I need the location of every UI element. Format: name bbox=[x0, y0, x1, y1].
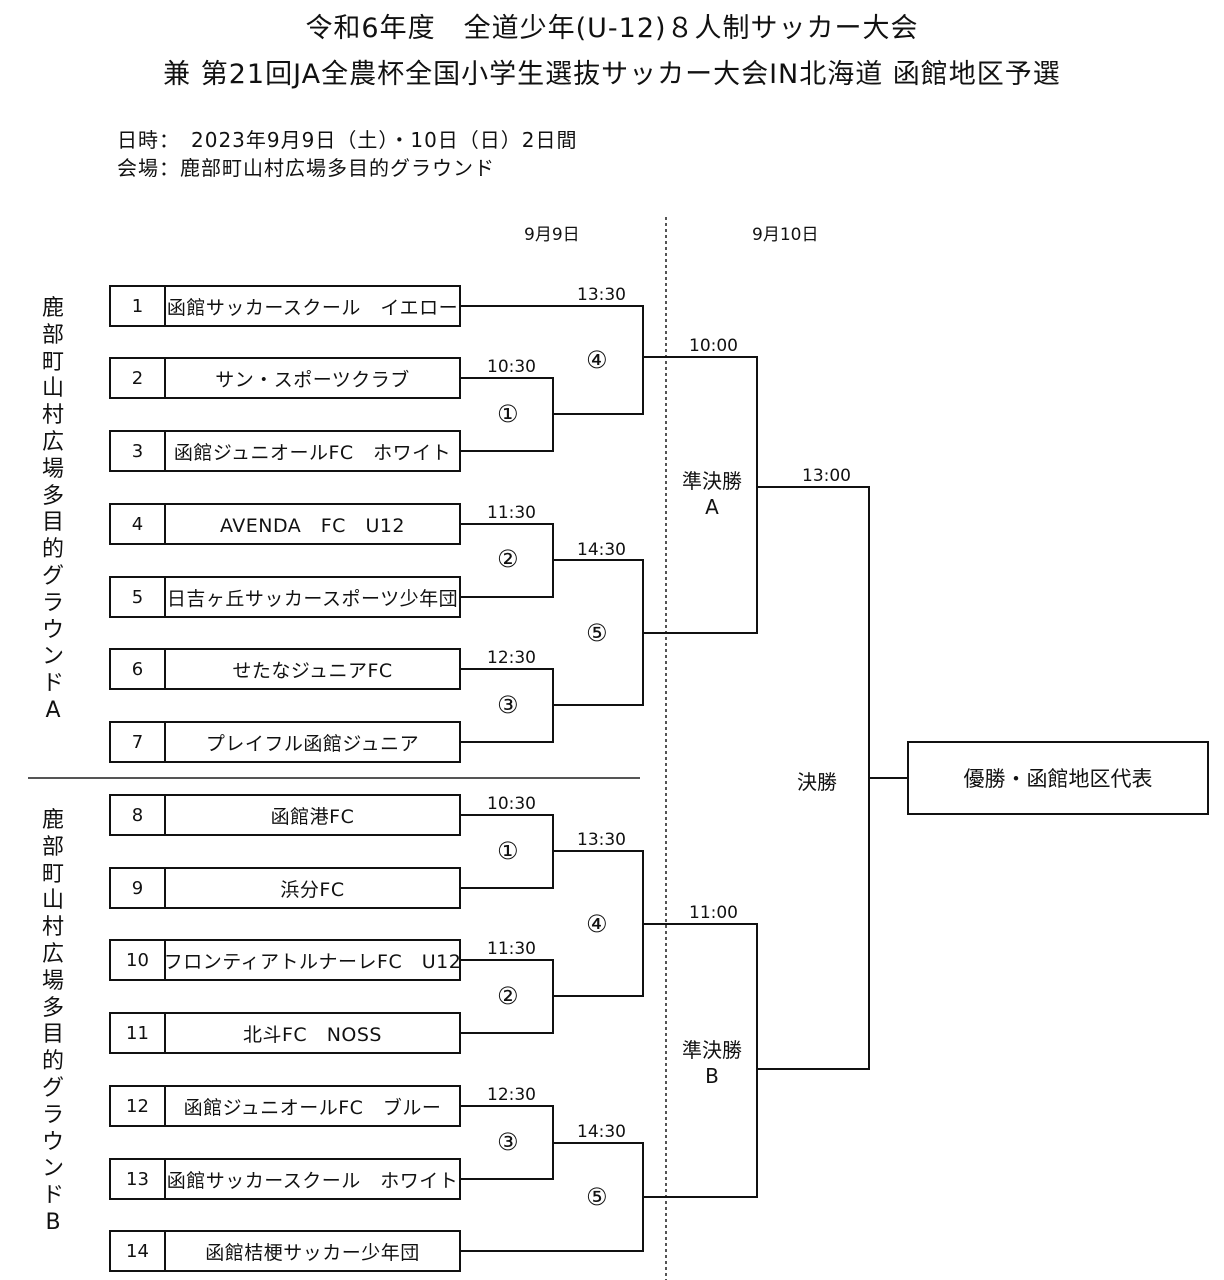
match-b1-time: 10:30 bbox=[487, 794, 536, 814]
team-row: 8 函館港FC bbox=[109, 794, 461, 836]
team-number: 13 bbox=[111, 1160, 166, 1198]
match-b4-number: ④ bbox=[586, 910, 608, 938]
team-number: 10 bbox=[111, 941, 166, 979]
team-number: 11 bbox=[111, 1014, 166, 1052]
match-a3-number: ③ bbox=[497, 691, 519, 719]
team-row: 2 サン・スポーツクラブ bbox=[109, 357, 461, 399]
team-number: 9 bbox=[111, 869, 166, 907]
match-a2-time: 11:30 bbox=[487, 503, 536, 523]
match-b4-time: 13:30 bbox=[577, 830, 626, 850]
team-name: 函館サッカースクール イエロー bbox=[166, 296, 459, 319]
semifinal-a-label: 準決勝 A bbox=[666, 468, 758, 520]
match-a4-number: ④ bbox=[586, 346, 608, 374]
match-a5-number: ⑤ bbox=[586, 619, 608, 647]
team-number: 8 bbox=[111, 796, 166, 834]
team-number: 5 bbox=[111, 578, 166, 616]
tournament-title: 令和6年度 全道少年(U-12)８人制サッカー大会 bbox=[305, 13, 919, 44]
match-a2-number: ② bbox=[497, 545, 519, 573]
match-b2-time: 11:30 bbox=[487, 939, 536, 959]
match-b1-number: ① bbox=[497, 837, 519, 865]
team-row: 6 せたなジュニアFC bbox=[109, 648, 461, 690]
day2-label: 9月10日 bbox=[752, 225, 819, 245]
match-b5-number: ⑤ bbox=[586, 1183, 608, 1211]
team-name: 函館サッカースクール ホワイト bbox=[166, 1169, 459, 1192]
team-number: 2 bbox=[111, 359, 166, 397]
final-label: 決勝 bbox=[797, 770, 837, 794]
semifinal-b-time: 11:00 bbox=[689, 903, 738, 923]
team-number: 1 bbox=[111, 287, 166, 325]
team-name: 北斗FC NOSS bbox=[243, 1023, 382, 1046]
champion-box: 優勝・函館地区代表 bbox=[907, 741, 1209, 815]
match-b3-number: ③ bbox=[497, 1128, 519, 1156]
team-name: せたなジュニアFC bbox=[232, 659, 393, 682]
final-time: 13:00 bbox=[802, 466, 851, 486]
team-name: フロンティアトルナーレFC U12 bbox=[166, 950, 459, 973]
team-name: 函館港FC bbox=[270, 805, 355, 828]
match-a1-number: ① bbox=[497, 400, 519, 428]
team-row: 3 函館ジュニオールFC ホワイト bbox=[109, 430, 461, 472]
team-row: 14 函館桔梗サッカー少年団 bbox=[109, 1230, 461, 1272]
team-row: 9 浜分FC bbox=[109, 867, 461, 909]
team-row: 7 プレイフル函館ジュニア bbox=[109, 721, 461, 763]
match-a5-time: 14:30 bbox=[577, 540, 626, 560]
team-name: 函館ジュニオールFC ブルー bbox=[183, 1096, 442, 1119]
team-number: 6 bbox=[111, 650, 166, 688]
tournament-subtitle: 兼 第21回JA全農杯全国小学生選抜サッカー大会IN北海道 函館地区予選 bbox=[163, 59, 1061, 90]
team-name: プレイフル函館ジュニア bbox=[205, 732, 420, 755]
semifinal-b-group: B bbox=[705, 1064, 719, 1088]
match-b5-time: 14:30 bbox=[577, 1122, 626, 1142]
match-a3-time: 12:30 bbox=[487, 648, 536, 668]
match-a4-time: 13:30 bbox=[577, 285, 626, 305]
team-number: 14 bbox=[111, 1232, 166, 1270]
semifinal-b-label: 準決勝 B bbox=[666, 1037, 758, 1089]
team-row: 12 函館ジュニオールFC ブルー bbox=[109, 1085, 461, 1127]
team-row: 11 北斗FC NOSS bbox=[109, 1012, 461, 1054]
team-name: AVENDA FC U12 bbox=[219, 514, 406, 537]
day1-label: 9月9日 bbox=[524, 225, 580, 245]
team-number: 7 bbox=[111, 723, 166, 761]
team-name: 函館桔梗サッカー少年団 bbox=[205, 1241, 420, 1264]
match-a1-time: 10:30 bbox=[487, 357, 536, 377]
team-name: 浜分FC bbox=[280, 878, 345, 901]
event-venue: 会場：鹿部町山村広場多目的グラウンド bbox=[117, 156, 495, 180]
team-name: 日吉ヶ丘サッカースポーツ少年団 bbox=[166, 587, 459, 610]
team-number: 4 bbox=[111, 505, 166, 543]
team-name: サン・スポーツクラブ bbox=[215, 368, 410, 391]
semifinal-a-group: A bbox=[705, 495, 719, 519]
semifinal-b-title: 準決勝 bbox=[682, 1038, 742, 1062]
team-number: 12 bbox=[111, 1087, 166, 1125]
match-b3-time: 12:30 bbox=[487, 1085, 536, 1105]
match-b2-number: ② bbox=[497, 982, 519, 1010]
team-row: 4 AVENDA FC U12 bbox=[109, 503, 461, 545]
semifinal-a-time: 10:00 bbox=[689, 336, 738, 356]
team-number: 3 bbox=[111, 432, 166, 470]
semifinal-a-title: 準決勝 bbox=[682, 469, 742, 493]
event-date: 日時： 2023年9月9日（土）・10日（日）2日間 bbox=[117, 128, 578, 152]
team-name: 函館ジュニオールFC ホワイト bbox=[173, 441, 452, 464]
